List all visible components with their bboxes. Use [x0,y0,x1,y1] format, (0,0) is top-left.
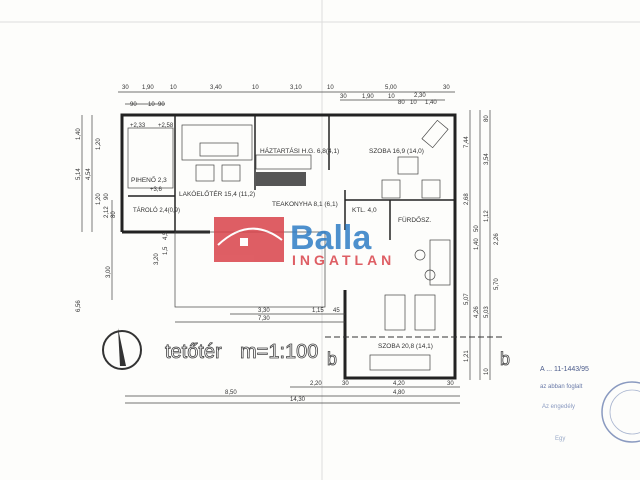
room-labels: +2,33 +2,58 PIHENŐ 2,3 +3,6 TÁROLÓ 2,4(0… [130,123,433,350]
svg-text:2,20: 2,20 [310,381,322,387]
room-label-room1: SZOBA 16,9 (14,0) [369,148,424,155]
level-label: +2,58 [158,123,174,129]
svg-text:90: 90 [104,193,110,200]
svg-text:30: 30 [122,85,129,91]
bottom-dimensions: 3,30 1,15 45 7,30 2,20 30 4,20 30 4,80 8… [125,308,460,404]
svg-text:90: 90 [158,102,165,108]
room-label-bathroom: FÜRDŐSZ. [398,215,431,224]
svg-text:1,90: 1,90 [362,94,374,100]
svg-text:1,12: 1,12 [484,210,490,222]
svg-text:5,14: 5,14 [76,168,82,180]
svg-text:80: 80 [484,115,490,122]
svg-text:5,03: 5,03 [484,306,490,318]
right-dimensions: 80 7,44 3,54 2,68 1,12 50 1,40 2,26 5,07… [464,110,500,380]
svg-text:INGATLAN: INGATLAN [292,252,395,268]
approval-stamp: A ... 11-1443/95 az abban foglalt Az eng… [540,366,640,443]
room-label-household: HÁZTARTÁSI H.G. 6,8(4,1) [260,146,339,155]
room-label-storage: TÁROLÓ 2,4(0,9) [133,207,180,214]
svg-text:7,44: 7,44 [464,136,470,148]
svg-text:3,20: 3,20 [154,253,160,265]
svg-text:30: 30 [340,94,347,100]
svg-text:4,80: 4,80 [393,390,405,396]
svg-text:1,21: 1,21 [464,350,470,362]
svg-text:Egy: Egy [555,436,565,442]
svg-text:8,50: 8,50 [225,390,237,396]
svg-text:4,54: 4,54 [86,168,92,180]
svg-text:1,90: 1,90 [142,85,154,91]
north-arrow-icon [102,328,142,370]
svg-text:10: 10 [170,85,177,91]
svg-text:1,20: 1,20 [96,193,102,205]
plan-scale: m=1:100 [240,341,318,363]
svg-text:1,40: 1,40 [76,128,82,140]
stamp-reference: A ... 11-1443/95 [540,366,589,373]
room-label-landing: PIHENŐ 2,3 [131,175,167,184]
level-label: +2,33 [130,123,146,129]
svg-text:4,5: 4,5 [163,231,169,240]
svg-text:10: 10 [327,85,334,91]
svg-text:1,5: 1,5 [163,246,169,255]
svg-text:10: 10 [484,368,490,375]
svg-text:14,30: 14,30 [290,397,306,403]
svg-text:30: 30 [447,381,454,387]
svg-text:1,15: 1,15 [312,308,324,314]
svg-text:2,12: 2,12 [104,206,110,218]
svg-text:6,56: 6,56 [76,300,82,312]
room-label-living: LAKÓELŐTÉR 15,4 (11,2) [179,189,255,198]
walls [120,113,457,380]
svg-text:10: 10 [148,102,155,108]
svg-text:Az engedély: Az engedély [542,404,575,410]
svg-text:5,07: 5,07 [464,293,470,305]
svg-text:az abban foglalt: az abban foglalt [540,384,583,390]
section-marker-b: b [327,349,337,369]
svg-text:3,10: 3,10 [290,85,302,91]
room-label-hall: KTL. 4,0 [352,207,377,214]
svg-text:10: 10 [410,100,417,106]
svg-text:Balla: Balla [290,219,372,257]
svg-text:7,30: 7,30 [258,316,270,322]
top-dimensions: 30 1,90 10 3,40 10 3,10 10 5,00 30 90 10… [118,85,455,108]
svg-text:4,26: 4,26 [474,306,480,318]
svg-text:3,54: 3,54 [484,153,490,165]
svg-text:10: 10 [388,94,395,100]
section-marker-b: b [500,349,510,369]
left-dimensions: 1,40 5,14 4,54 1,20 90 1,20 2,12 80 6,56… [76,115,169,312]
svg-text:80: 80 [111,211,117,218]
svg-text:10: 10 [252,85,259,91]
svg-text:2,30: 2,30 [414,93,426,99]
svg-text:5,00: 5,00 [385,85,397,91]
svg-text:1,40: 1,40 [425,100,437,106]
svg-text:3,30: 3,30 [258,308,270,314]
svg-text:80: 80 [398,100,405,106]
svg-text:3,00: 3,00 [106,266,112,278]
room-label-room2: SZOBA 20,8 (14,1) [378,343,433,350]
svg-text:90: 90 [130,102,137,108]
svg-text:30: 30 [443,85,450,91]
svg-text:50: 50 [474,225,480,232]
svg-text:1,40: 1,40 [474,238,480,250]
furniture [127,119,451,371]
svg-text:3,40: 3,40 [210,85,222,91]
plan-title: tetőtér [165,341,222,363]
room-label-kitchenette: TEAKONYHA 8,1 (6,1) [272,201,338,208]
svg-text:2,26: 2,26 [494,233,500,245]
svg-text:5,70: 5,70 [494,278,500,290]
level-label: +3,6 [150,187,163,193]
svg-text:45: 45 [333,308,340,314]
svg-text:4,20: 4,20 [393,381,405,387]
svg-text:30: 30 [342,381,349,387]
balla-ingatlan-watermark: Balla INGATLAN [214,217,395,268]
svg-text:2,68: 2,68 [464,193,470,205]
svg-text:1,20: 1,20 [96,138,102,150]
